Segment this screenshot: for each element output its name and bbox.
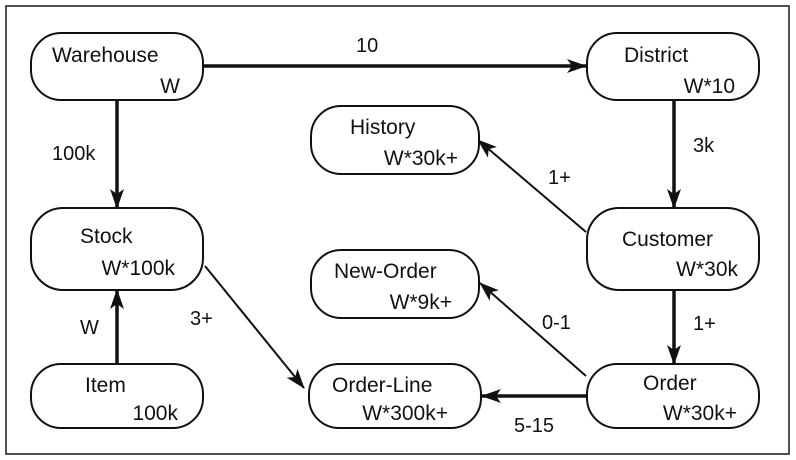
edge-label-order-new-order: 0-1 xyxy=(542,312,571,334)
edge-district-customer: 3k xyxy=(667,100,715,209)
node-new-order-cardinality: W*9k+ xyxy=(390,291,452,314)
edge-line xyxy=(204,265,305,389)
edge-label-customer-order: 1+ xyxy=(693,313,716,335)
node-order-line-name: Order-Line xyxy=(332,374,432,397)
node-district-name: District xyxy=(624,44,688,67)
node-order-name: Order xyxy=(643,372,697,395)
edge-line xyxy=(479,282,587,377)
edge-item-stock: W xyxy=(80,289,124,364)
node-item-cardinality: 100k xyxy=(132,402,178,425)
node-new-order-name: New-Order xyxy=(334,260,437,283)
edge-label-warehouse-district: 10 xyxy=(356,35,378,57)
edge-stock-order-line: 3+ xyxy=(190,265,305,389)
node-history-name: History xyxy=(350,116,416,139)
node-district-cardinality: W*10 xyxy=(684,75,735,98)
edge-label-item-stock: W xyxy=(80,317,99,339)
node-customer-cardinality: W*30k xyxy=(676,258,738,281)
node-order-cardinality: W*30k+ xyxy=(663,402,737,425)
edge-label-district-customer: 3k xyxy=(693,135,715,157)
node-item-name: Item xyxy=(85,374,126,397)
node-order-line: Order-Line W*300k+ xyxy=(308,363,482,429)
edge-label-warehouse-stock: 100k xyxy=(52,143,96,165)
node-item: Item 100k xyxy=(30,363,204,429)
node-warehouse: Warehouse W xyxy=(30,32,204,101)
edge-line xyxy=(477,139,587,233)
node-warehouse-name: Warehouse xyxy=(52,44,159,67)
edge-label-stock-order-line: 3+ xyxy=(190,308,213,330)
node-stock-name: Stock xyxy=(80,225,133,248)
node-new-order: New-Order W*9k+ xyxy=(310,249,480,319)
node-order: Order W*30k+ xyxy=(586,363,760,429)
node-district: District W*10 xyxy=(586,32,760,101)
node-stock-cardinality: W*100k xyxy=(101,257,175,280)
node-customer: Customer W*30k xyxy=(586,207,760,291)
edge-order-order-line: 5-15 xyxy=(481,389,586,437)
node-stock: Stock W*100k xyxy=(30,207,204,291)
node-customer-name: Customer xyxy=(622,228,713,251)
node-warehouse-cardinality: W xyxy=(160,75,180,98)
edge-customer-order: 1+ xyxy=(667,290,716,365)
edge-order-new-order: 0-1 xyxy=(479,282,587,377)
edge-warehouse-district: 10 xyxy=(203,35,587,73)
node-history-cardinality: W*30k+ xyxy=(384,147,458,170)
node-history: History W*30k+ xyxy=(310,105,480,175)
edge-label-order-order-line: 5-15 xyxy=(514,415,554,437)
edge-customer-history: 1+ xyxy=(477,139,587,233)
node-order-line-cardinality: W*300k+ xyxy=(362,402,448,425)
edge-warehouse-stock: 100k xyxy=(52,100,124,209)
edge-label-customer-history: 1+ xyxy=(548,167,571,189)
